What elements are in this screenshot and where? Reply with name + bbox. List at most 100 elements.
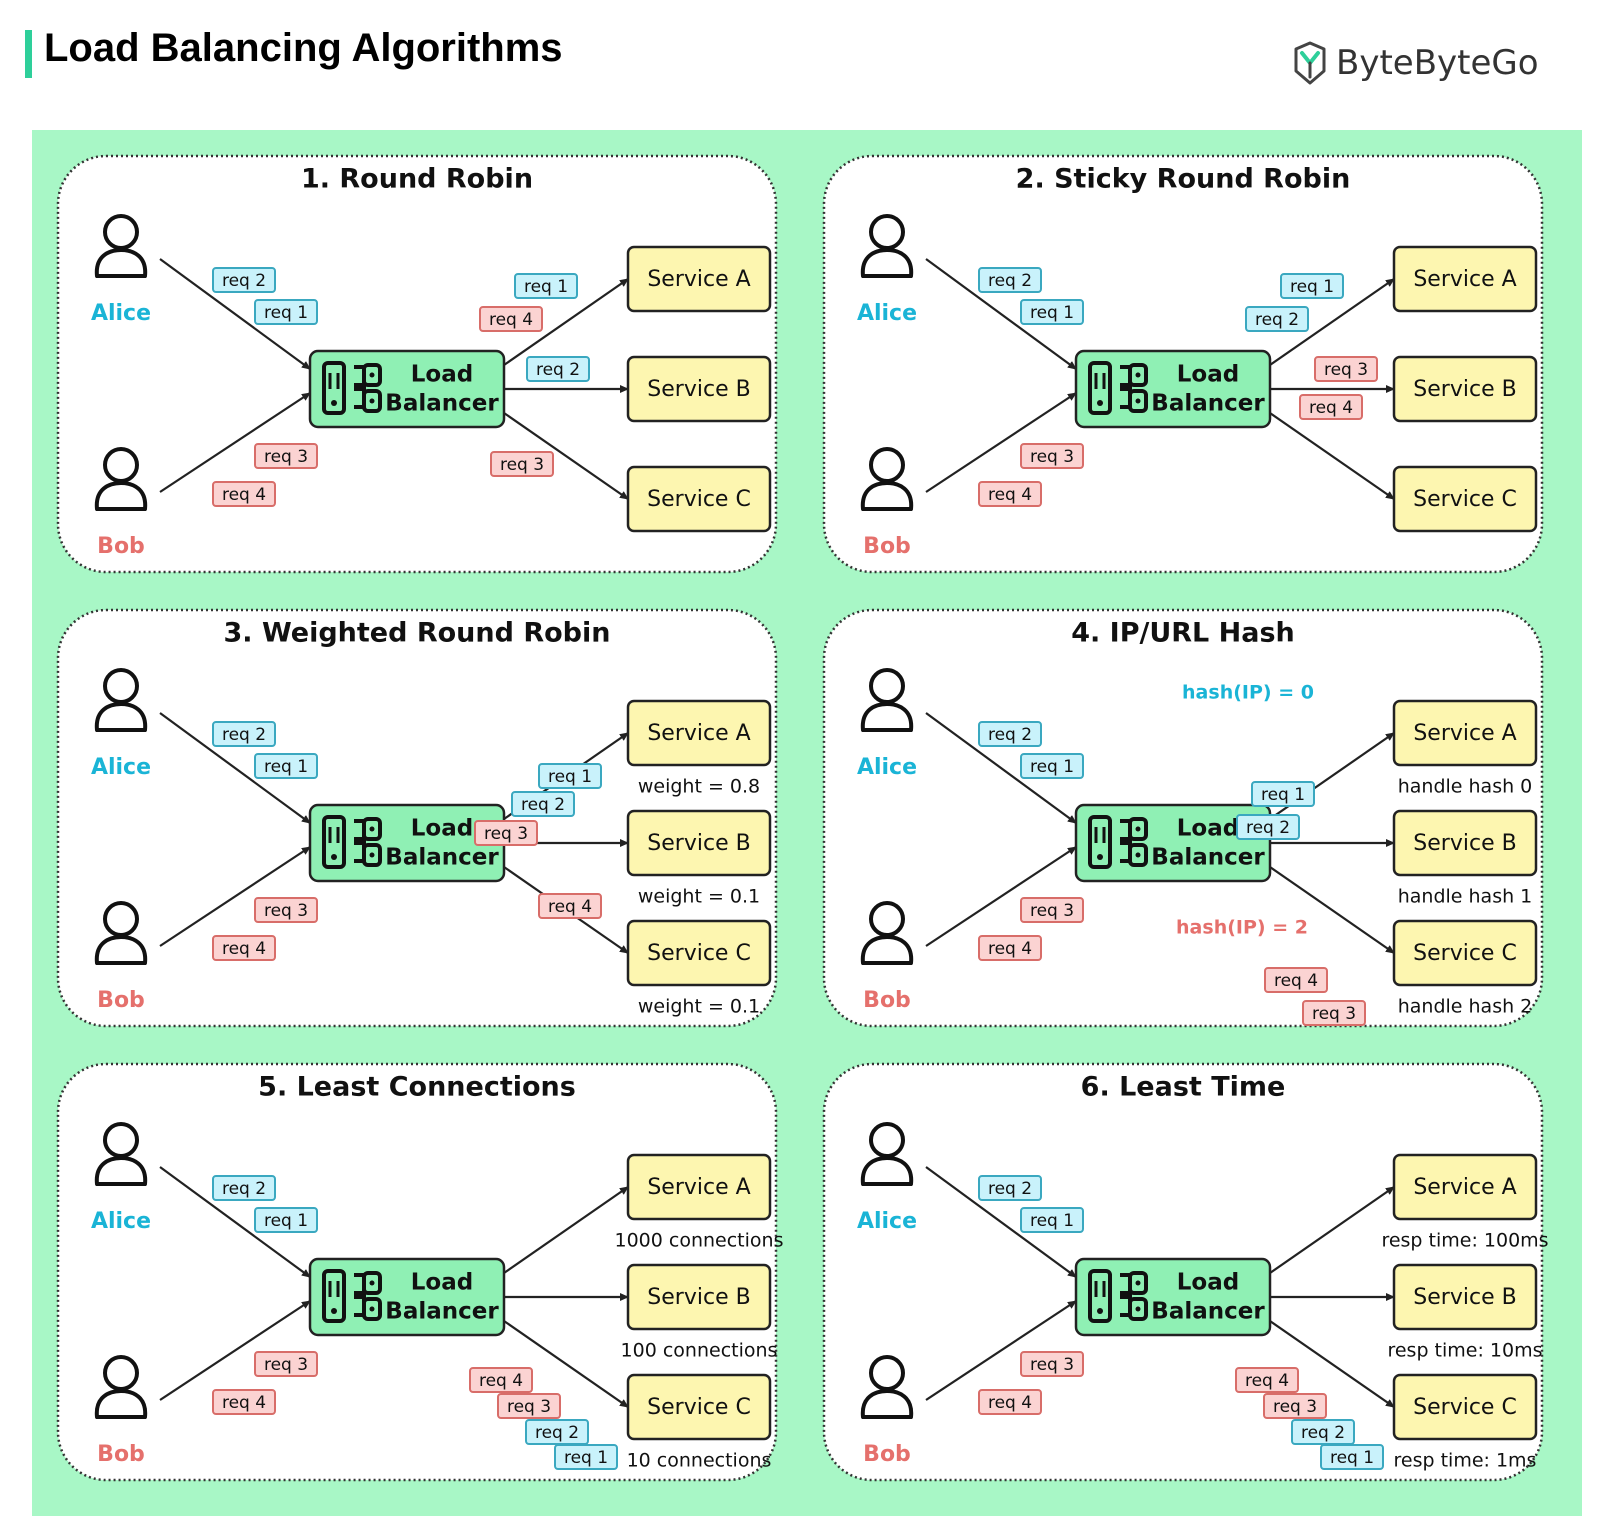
service-label: Service A [647, 1175, 750, 1200]
service-b: Service B [1392, 355, 1538, 423]
request-tag-box [254, 1351, 318, 1377]
service-note: handle hash 1 [1398, 886, 1533, 908]
request-tag-box [1263, 1393, 1327, 1419]
service-box [626, 355, 772, 423]
load-balancer-label: Load [411, 1270, 473, 1296]
request-tag-label: req 2 [536, 360, 580, 380]
request-tag-box [1302, 1000, 1366, 1026]
request-tag-label: req 2 [1255, 310, 1299, 330]
user-alice-label: Alice [91, 301, 151, 326]
request-tag-box [1236, 814, 1300, 840]
panel-title: 5. Least Connections [258, 1072, 576, 1103]
request-tag-in: req 4 [978, 481, 1042, 507]
service-note: resp time: 1ms [1394, 1450, 1537, 1472]
request-tag-label: req 4 [548, 897, 592, 917]
request-tag-in: req 4 [212, 935, 276, 961]
user-icon [869, 1122, 905, 1158]
request-tag-label: req 3 [1030, 901, 1074, 921]
request-tag-label: req 3 [1030, 1355, 1074, 1375]
request-tag-label: req 2 [535, 1423, 579, 1443]
request-tag-in: req 2 [212, 267, 276, 293]
service-box [626, 919, 772, 987]
request-tag-box [554, 1444, 618, 1470]
request-tag-label: req 1 [1030, 303, 1074, 323]
request-tag-out: req 3 [474, 820, 538, 846]
request-tag-out: req 4 [469, 1367, 533, 1393]
request-tag-out: req 4 [479, 306, 543, 332]
service-note: weight = 0.8 [638, 776, 760, 798]
request-tag-box [1251, 781, 1315, 807]
user-bob-label: Bob [863, 1442, 911, 1467]
request-tag-in: req 1 [254, 1207, 318, 1233]
load-balancer-label: Load [1177, 362, 1239, 388]
user-bob: Bob [94, 1355, 148, 1467]
user-alice: Alice [91, 214, 151, 326]
service-c: Service C resp time: 1ms [1392, 1373, 1538, 1472]
request-tag-label: req 2 [222, 725, 266, 745]
bytebytego-logo-icon [1294, 41, 1326, 85]
user-alice-label: Alice [91, 755, 151, 780]
request-tag-box [254, 299, 318, 325]
load-balancer-label: Load [1177, 816, 1239, 842]
request-tag-label: req 1 [1330, 1448, 1374, 1468]
arrow-lb-to-service-c [1269, 866, 1395, 954]
user-body-icon [860, 1389, 914, 1419]
service-box [1392, 919, 1538, 987]
request-tag-out: req 4 [1299, 394, 1363, 420]
request-tag-in: req 1 [1020, 299, 1084, 325]
request-tag-label: req 3 [1030, 447, 1074, 467]
user-body-icon [860, 481, 914, 511]
request-tag-out: req 1 [1280, 273, 1344, 299]
arrow-lb-to-service-a [503, 1186, 629, 1274]
load-balancer-label: Balancer [1151, 1299, 1265, 1325]
service-label: Service B [647, 377, 750, 402]
request-tag-box [511, 791, 575, 817]
request-tag-in: req 3 [1020, 897, 1084, 923]
request-tag-in: req 2 [978, 1175, 1042, 1201]
arrow-lb-to-service-c [503, 412, 629, 500]
request-tag-label: req 2 [222, 1179, 266, 1199]
service-label: Service C [1413, 1395, 1517, 1420]
request-tag-box [1020, 897, 1084, 923]
request-tag-out: req 1 [554, 1444, 618, 1470]
arrow-lb-to-service-a [503, 278, 629, 366]
request-tag-box [1264, 967, 1328, 993]
user-bob: Bob [860, 447, 914, 559]
page-title: Load Balancing Algorithms [44, 26, 563, 70]
service-note: resp time: 100ms [1381, 1230, 1548, 1252]
request-tag-box [538, 763, 602, 789]
request-tag-label: req 4 [1309, 398, 1353, 418]
user-alice: Alice [857, 1122, 917, 1234]
user-body-icon [860, 935, 914, 965]
service-label: Service B [647, 831, 750, 856]
service-box [1392, 1263, 1538, 1331]
service-label: Service A [1413, 1175, 1516, 1200]
user-alice: Alice [91, 1122, 151, 1234]
request-tag-label: req 4 [222, 1393, 266, 1413]
user-icon [103, 447, 139, 483]
request-tag-box [1245, 306, 1309, 332]
user-bob-label: Bob [863, 534, 911, 559]
service-c: Service C [1392, 465, 1538, 533]
arrow-bob-to-lb [925, 392, 1077, 493]
user-body-icon [94, 935, 148, 965]
request-tag-label: req 1 [1030, 1211, 1074, 1231]
request-tag-label: req 2 [988, 725, 1032, 745]
load-balancer-label: Balancer [1151, 391, 1265, 417]
arrow-lb-to-service-c [503, 1320, 629, 1408]
request-tag-in: req 4 [978, 1389, 1042, 1415]
server-icon [1088, 815, 1148, 869]
arrow-alice-to-lb [925, 712, 1077, 824]
request-tag-box [526, 356, 590, 382]
request-tag-box [1020, 1207, 1084, 1233]
service-note: resp time: 10ms [1387, 1340, 1542, 1362]
request-tag-label: req 1 [564, 1448, 608, 1468]
request-tag-box [525, 1419, 589, 1445]
request-tag-box [1291, 1419, 1355, 1445]
request-tag-label: req 3 [1312, 1004, 1356, 1024]
